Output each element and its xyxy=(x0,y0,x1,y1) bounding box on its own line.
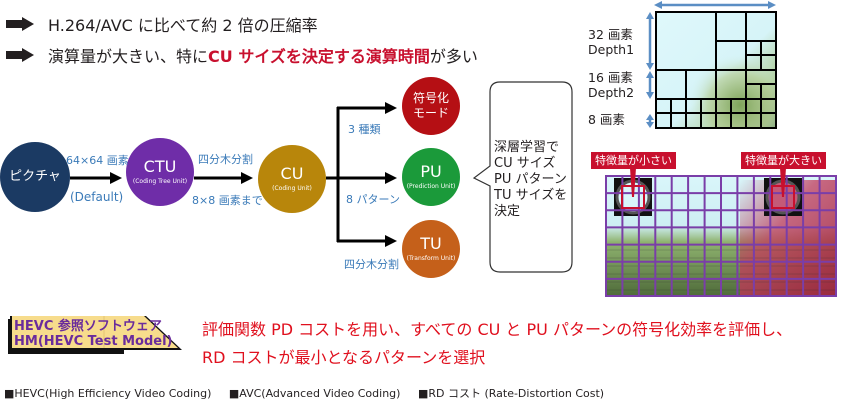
footnote-avc: ■AVC(Advanced Video Coding) xyxy=(228,387,401,400)
label-32px: 32 画素 xyxy=(588,27,633,42)
arrow1-bottom-label: (Default) xyxy=(70,190,124,204)
pu-circle: PU (Prediction Unit) xyxy=(402,148,460,206)
mode-label-1: 符号化 xyxy=(412,91,449,105)
bullet-text-2-highlight: CU サイズを決定する演算時間 xyxy=(208,47,430,66)
label-depth2: Depth2 xyxy=(588,85,635,100)
tag-large-feature: 特徴量が大きい xyxy=(741,152,826,169)
arrow2-bottom-label: 8×8 画素まで xyxy=(192,194,263,207)
mode-circle: 符号化 モード xyxy=(402,77,460,135)
label-depth1: Depth1 xyxy=(588,42,635,57)
callout-line-2: CU サイズ xyxy=(494,156,556,171)
ctu-sublabel: (Coding Tree Unit) xyxy=(132,178,188,185)
callout-text: 深層学習で CU サイズ PU パターン TU サイズを 決定 xyxy=(494,140,567,220)
picture-label: ピクチャ xyxy=(9,169,61,184)
branch-tu-label: 四分木分割 xyxy=(344,258,399,271)
bullet-line-1: H.264/AVC に比べて約 2 倍の圧縮率 xyxy=(6,12,318,36)
description-line-2: RD コストが最小となるパターンを選択 xyxy=(202,348,486,367)
hm-line-2: HM(HEVC Test Model) xyxy=(14,334,173,349)
tag-small-feature: 特徴量が小さい xyxy=(591,152,676,169)
description-line-1: 評価関数 PD コストを用い、すべての CU と PU パターンの符号化効率を評… xyxy=(202,320,793,339)
pu-label: PU xyxy=(420,162,442,181)
feature-map xyxy=(605,168,837,297)
arrow2-top-label: 四分木分割 xyxy=(198,153,253,166)
footnote-hevc: ■HEVC(High Efficiency Video Coding) xyxy=(4,387,212,400)
quadtree-label-16: 16 画素 Depth2 xyxy=(588,70,634,100)
hm-box-background xyxy=(8,316,182,354)
hm-box-text: HEVC 参照ソフトウェア HM(HEVC Test Model) xyxy=(14,319,172,349)
picture-circle: ピクチャ xyxy=(0,142,70,212)
right-arrow-icon xyxy=(6,48,34,62)
pu-sublabel: (Prediction Unit) xyxy=(406,183,456,190)
quadtree-label-8: 8 画素 xyxy=(588,112,625,127)
footnotes: ■HEVC(High Efficiency Video Coding) ■AVC… xyxy=(4,385,618,401)
branch-pu-label: 8 パターン xyxy=(346,193,400,206)
cu-label: CU xyxy=(280,164,304,183)
cu-circle: CU (Coding Unit) xyxy=(258,145,326,213)
callout-line-1: 深層学習で xyxy=(494,140,560,155)
label-16px: 16 画素 xyxy=(588,70,633,85)
right-arrow-icon xyxy=(6,17,34,31)
ctu-label: CTU xyxy=(143,157,177,176)
quadtree-diagram xyxy=(646,1,777,129)
tu-circle: TU (Transform Unit) xyxy=(402,220,460,278)
footnote-rd: ■RD コスト (Rate-Distortion Cost) xyxy=(417,387,605,400)
bullet-text-1: H.264/AVC に比べて約 2 倍の圧縮率 xyxy=(48,16,318,35)
tu-label: TU xyxy=(420,234,442,253)
bullet-text-2-suffix: が多い xyxy=(429,47,478,66)
callout-line-5: 決定 xyxy=(494,204,521,219)
arrow1-top-label: 64×64 画素 xyxy=(66,154,129,167)
branch-mode-label: 3 種類 xyxy=(348,123,381,136)
callout-line-3: PU パターン xyxy=(494,172,567,187)
bullet-text-2-prefix: 演算量が大きい、特に xyxy=(48,47,209,66)
bullet-line-2: 演算量が大きい、特に CU サイズを決定する演算時間 が多い xyxy=(6,43,478,67)
callout-line-4: TU サイズを xyxy=(494,188,568,203)
mode-label-2: モード xyxy=(412,106,449,120)
label-8px: 8 画素 xyxy=(588,112,625,127)
ctu-circle: CTU (Coding Tree Unit) xyxy=(126,138,194,206)
hm-line-1: HEVC 参照ソフトウェア xyxy=(14,319,162,334)
cu-sublabel: (Coding Unit) xyxy=(272,185,312,192)
tu-sublabel: (Transform Unit) xyxy=(406,255,456,262)
quadtree-label-32: 32 画素 Depth1 xyxy=(588,27,634,57)
